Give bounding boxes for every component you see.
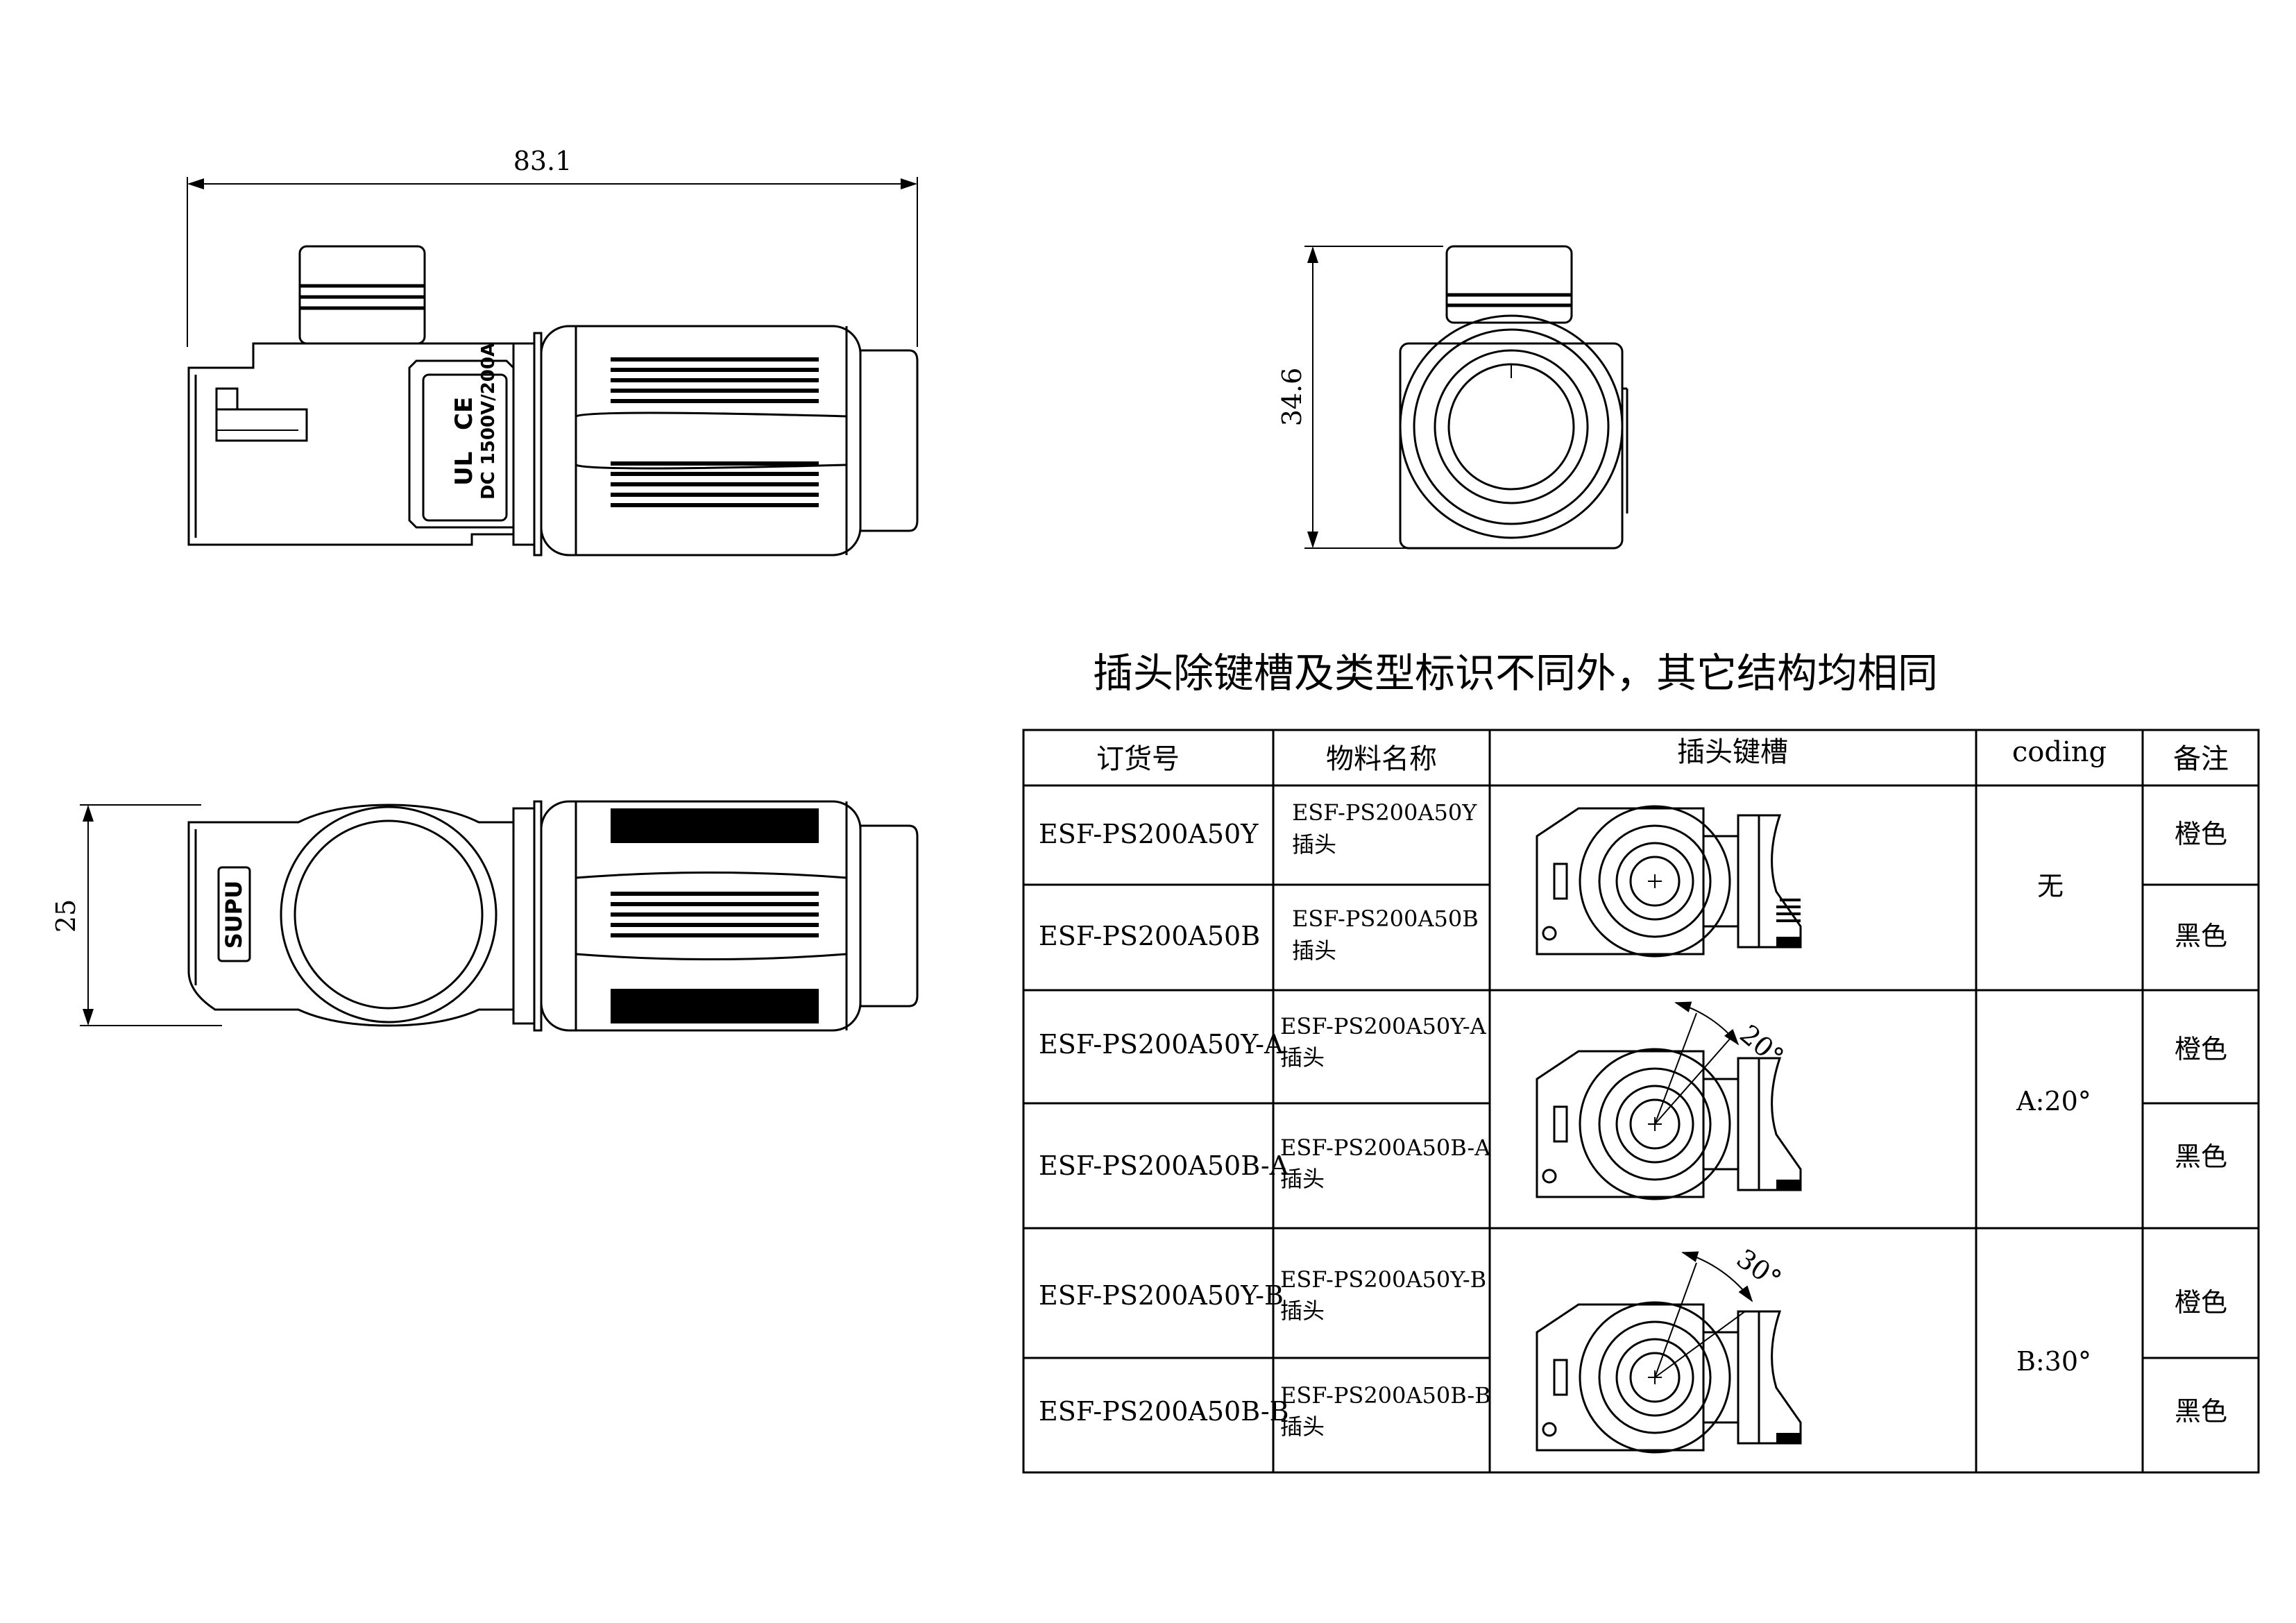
material-type-cell: 插头 — [1280, 1298, 1325, 1324]
angle-label: 20° — [1734, 1019, 1789, 1072]
grip-ribs-lower — [611, 461, 819, 507]
grip-ribs-middle — [611, 892, 819, 937]
header-plug-keyway: 插头键槽 — [1677, 736, 1788, 768]
grip-band-top — [611, 808, 819, 843]
header-coding: coding — [2012, 736, 2107, 768]
side-view: 83.1 DC 1500V/200A CE UL — [187, 146, 919, 556]
coding-cell: B:30° — [2016, 1346, 2091, 1377]
remark-cell: 黑色 — [2175, 1396, 2227, 1427]
header-remark: 备注 — [2173, 743, 2229, 775]
coding-cell: A:20° — [2016, 1086, 2091, 1116]
ul-mark: UL — [450, 452, 478, 486]
material-type-cell: 插头 — [1280, 1413, 1325, 1440]
height-value: 34.6 — [1277, 368, 1307, 427]
order-no-cell: ESF-PS200A50B-A — [1039, 1150, 1289, 1181]
spec-table: 订货号 物料名称 插头键槽 coding 备注 ESF-PS200A50Y ES… — [1022, 729, 2260, 1474]
order-no-cell: ESF-PS200A50Y — [1039, 819, 1259, 849]
grip-band-bottom — [611, 989, 819, 1023]
coding-cell: 无 — [2037, 871, 2064, 901]
width-value: 25 — [51, 899, 81, 933]
keyway-drawing-a: 20° — [1536, 1001, 1802, 1200]
order-no-cell: ESF-PS200A50B-B — [1039, 1396, 1289, 1427]
material-type-cell: 插头 — [1292, 831, 1336, 858]
order-no-cell: ESF-PS200A50Y-A — [1039, 1029, 1284, 1060]
material-code-cell: ESF-PS200A50Y — [1292, 799, 1477, 826]
rating-label: DC 1500V/200A — [478, 343, 499, 500]
brand-logo: SUPU — [221, 881, 247, 949]
material-code-cell: ESF-PS200A50B-B — [1280, 1382, 1491, 1409]
remark-cell: 黑色 — [2175, 921, 2227, 951]
material-code-cell: ESF-PS200A50Y-A — [1280, 1013, 1487, 1039]
top-view: 25 SUPU — [51, 800, 919, 1032]
ce-mark: CE — [450, 397, 478, 430]
order-no-cell: ESF-PS200A50B — [1039, 921, 1260, 951]
length-dimension: 83.1 — [187, 146, 918, 347]
header-material-name: 物料名称 — [1326, 743, 1437, 775]
keyway-drawing-b: 30° — [1536, 1243, 1802, 1454]
remark-cell: 黑色 — [2175, 1141, 2227, 1172]
header-order-no: 订货号 — [1096, 743, 1180, 775]
material-type-cell: 插头 — [1292, 937, 1336, 964]
remark-cell: 橙色 — [2175, 1034, 2227, 1064]
structure-note: 插头除键槽及类型标识不同外，其它结构均相同 — [1093, 649, 1938, 697]
width-dimension: 25 — [51, 804, 222, 1026]
keyway-drawing-none — [1536, 805, 1802, 958]
material-code-cell: ESF-PS200A50B-A — [1280, 1135, 1491, 1161]
material-type-cell: 插头 — [1280, 1166, 1325, 1192]
material-code-cell: ESF-PS200A50Y-B — [1280, 1266, 1486, 1293]
front-view: 34.6 — [1277, 245, 1629, 550]
material-code-cell: ESF-PS200A50B — [1292, 906, 1479, 932]
material-type-cell: 插头 — [1280, 1044, 1325, 1071]
length-value: 83.1 — [513, 146, 572, 176]
remark-cell: 橙色 — [2175, 1287, 2227, 1318]
remark-cell: 橙色 — [2175, 819, 2227, 849]
grip-ribs-upper — [611, 357, 819, 403]
order-no-cell: ESF-PS200A50Y-B — [1039, 1280, 1284, 1311]
